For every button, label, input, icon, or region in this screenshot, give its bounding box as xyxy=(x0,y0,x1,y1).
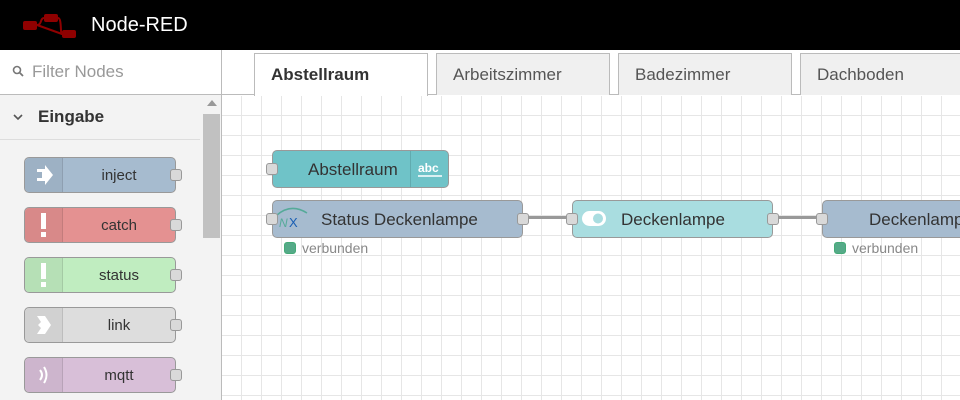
input-port[interactable] xyxy=(816,213,828,225)
svg-text:X: X xyxy=(289,215,298,230)
palette-node-label: inject xyxy=(101,167,137,184)
flow-workspace[interactable]: Abstellraum abc N X Status Deckenlampe v… xyxy=(222,96,960,400)
flow-node-label: Deckenlampe xyxy=(621,210,725,229)
category-label: Eingabe xyxy=(38,107,105,126)
palette-node-label: link xyxy=(107,317,131,334)
flow-node-label: Deckenlampe xyxy=(869,210,960,229)
palette-node-label: catch xyxy=(101,217,137,234)
node-palette: Eingabe inject catch status xyxy=(0,50,222,400)
exclamation-icon xyxy=(41,213,46,237)
svg-text:N: N xyxy=(279,216,288,230)
scroll-up-icon[interactable] xyxy=(207,100,217,106)
status-text: verbunden xyxy=(302,240,369,256)
tab-dachboden[interactable]: Dachboden xyxy=(800,53,960,95)
palette-node-link[interactable]: link xyxy=(24,307,182,343)
input-port[interactable] xyxy=(266,213,278,225)
flow-node-deckenlampe-knx[interactable]: Deckenlampe xyxy=(816,200,960,238)
palette-scrollbar[interactable] xyxy=(201,96,221,400)
flow-node-label: Abstellraum xyxy=(308,160,398,179)
svg-text:abc: abc xyxy=(418,161,439,175)
tab-arbeitszimmer[interactable]: Arbeitszimmer xyxy=(436,53,610,95)
flow-node-abstellraum[interactable]: Abstellraum abc xyxy=(266,150,449,188)
status-indicator xyxy=(284,242,296,254)
palette-node-status[interactable]: status xyxy=(24,257,182,293)
scroll-thumb[interactable] xyxy=(203,114,220,238)
node-red-logo-icon xyxy=(23,14,76,38)
output-port[interactable] xyxy=(517,213,529,225)
knx-icon: N X xyxy=(276,207,308,230)
input-port[interactable] xyxy=(266,163,278,175)
tab-abstellraum[interactable]: Abstellraum xyxy=(254,53,428,96)
app-title: Node-RED xyxy=(91,14,188,36)
flow-node-label: Status Deckenlampe xyxy=(321,210,478,229)
abc-text-icon: abc xyxy=(418,161,442,177)
inject-arrow-icon xyxy=(37,165,53,185)
wire[interactable] xyxy=(522,216,574,219)
palette-node-catch[interactable]: catch xyxy=(24,207,182,243)
output-port[interactable] xyxy=(170,369,182,381)
search-icon xyxy=(12,65,24,77)
toggle-switch-icon xyxy=(582,211,606,226)
output-port[interactable] xyxy=(170,269,182,281)
status-indicator xyxy=(834,242,846,254)
tab-badezimmer[interactable]: Badezimmer xyxy=(618,53,792,95)
input-port[interactable] xyxy=(566,213,578,225)
palette-search xyxy=(0,50,221,95)
link-icon xyxy=(37,316,51,334)
palette-node-inject[interactable]: inject xyxy=(24,157,182,193)
output-port[interactable] xyxy=(767,213,779,225)
palette-node-mqtt[interactable]: mqtt xyxy=(24,357,182,393)
chevron-down-icon xyxy=(13,114,23,121)
filter-nodes-input[interactable] xyxy=(30,60,210,84)
radio-waves-icon xyxy=(39,366,48,384)
palette-node-label: mqtt xyxy=(104,367,134,384)
exclamation-icon xyxy=(41,263,46,287)
category-header-eingabe[interactable]: Eingabe xyxy=(0,96,200,140)
output-port[interactable] xyxy=(170,169,182,181)
wire[interactable] xyxy=(772,216,824,219)
output-port[interactable] xyxy=(170,219,182,231)
output-port[interactable] xyxy=(170,319,182,331)
header-bar: Node-RED xyxy=(0,0,960,50)
status-text: verbunden xyxy=(852,240,919,256)
flow-node-deckenlampe-switch[interactable]: Deckenlampe xyxy=(566,200,779,238)
flow-node-status-deckenlampe[interactable]: N X Status Deckenlampe xyxy=(266,200,529,238)
workspace-tabs: Abstellraum Arbeitszimmer Badezimmer Dac… xyxy=(222,50,960,96)
palette-node-label: status xyxy=(98,267,140,284)
